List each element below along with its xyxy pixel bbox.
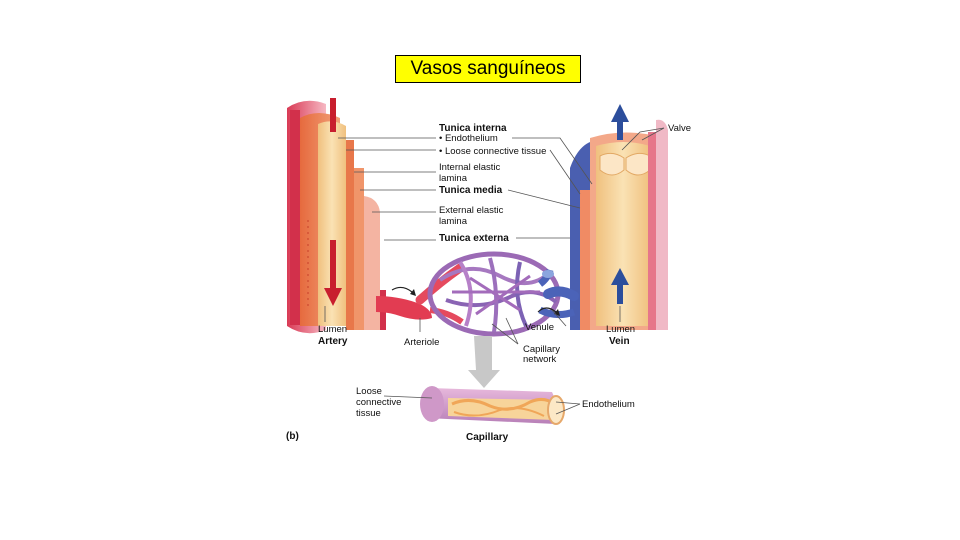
label-internal-elastic-1: Internal elastic xyxy=(439,162,501,173)
label-artery: Artery xyxy=(318,336,348,347)
label-endothelium: Endothelium xyxy=(582,399,635,410)
artery-flow-arrow-bottom xyxy=(324,288,342,306)
label-lumen-vein: Lumen xyxy=(606,324,635,335)
slide-title: Vasos sanguíneos xyxy=(395,55,581,83)
label-internal-elastic-2: lamina xyxy=(439,173,468,184)
label-capillary-network-1: Capillary xyxy=(523,344,560,355)
label-loose-ct-1: Loose xyxy=(356,386,382,397)
label-tunica-media: Tunica media xyxy=(439,185,503,196)
label-endothelium-bullet: • Endothelium xyxy=(439,133,498,144)
label-external-elastic-1: External elastic xyxy=(439,205,504,216)
vein-flow-arrow-top xyxy=(611,104,629,122)
capillary-illustration xyxy=(420,386,565,425)
label-loose-ct-3: tissue xyxy=(356,408,381,419)
artery-flow-arrow-top xyxy=(330,98,336,132)
label-venule: Venule xyxy=(525,322,554,333)
label-loose-ct-bullet: • Loose connective tissue xyxy=(439,146,546,157)
label-valve: Valve xyxy=(668,123,691,134)
label-capillary: Capillary xyxy=(466,432,509,443)
capillary-bed-illustration xyxy=(376,251,579,388)
label-vein: Vein xyxy=(609,336,630,347)
label-tunica-externa: Tunica externa xyxy=(439,233,509,244)
label-tunica-interna: Tunica interna xyxy=(439,123,507,134)
label-external-elastic-2: lamina xyxy=(439,216,468,227)
artery-illustration xyxy=(287,98,386,334)
leader-lines xyxy=(324,127,665,415)
label-arteriole: Arteriole xyxy=(404,337,439,348)
panel-label: (b) xyxy=(286,431,299,442)
label-capillary-network-2: network xyxy=(523,354,557,365)
vein-flow-arrow-bottom xyxy=(611,268,629,285)
vein-illustration xyxy=(570,104,668,330)
figure-labels: Tunica interna • Endothelium • Loose con… xyxy=(286,123,691,443)
label-lumen-artery: Lumen xyxy=(318,324,347,335)
label-loose-ct-2: connective xyxy=(356,397,401,408)
